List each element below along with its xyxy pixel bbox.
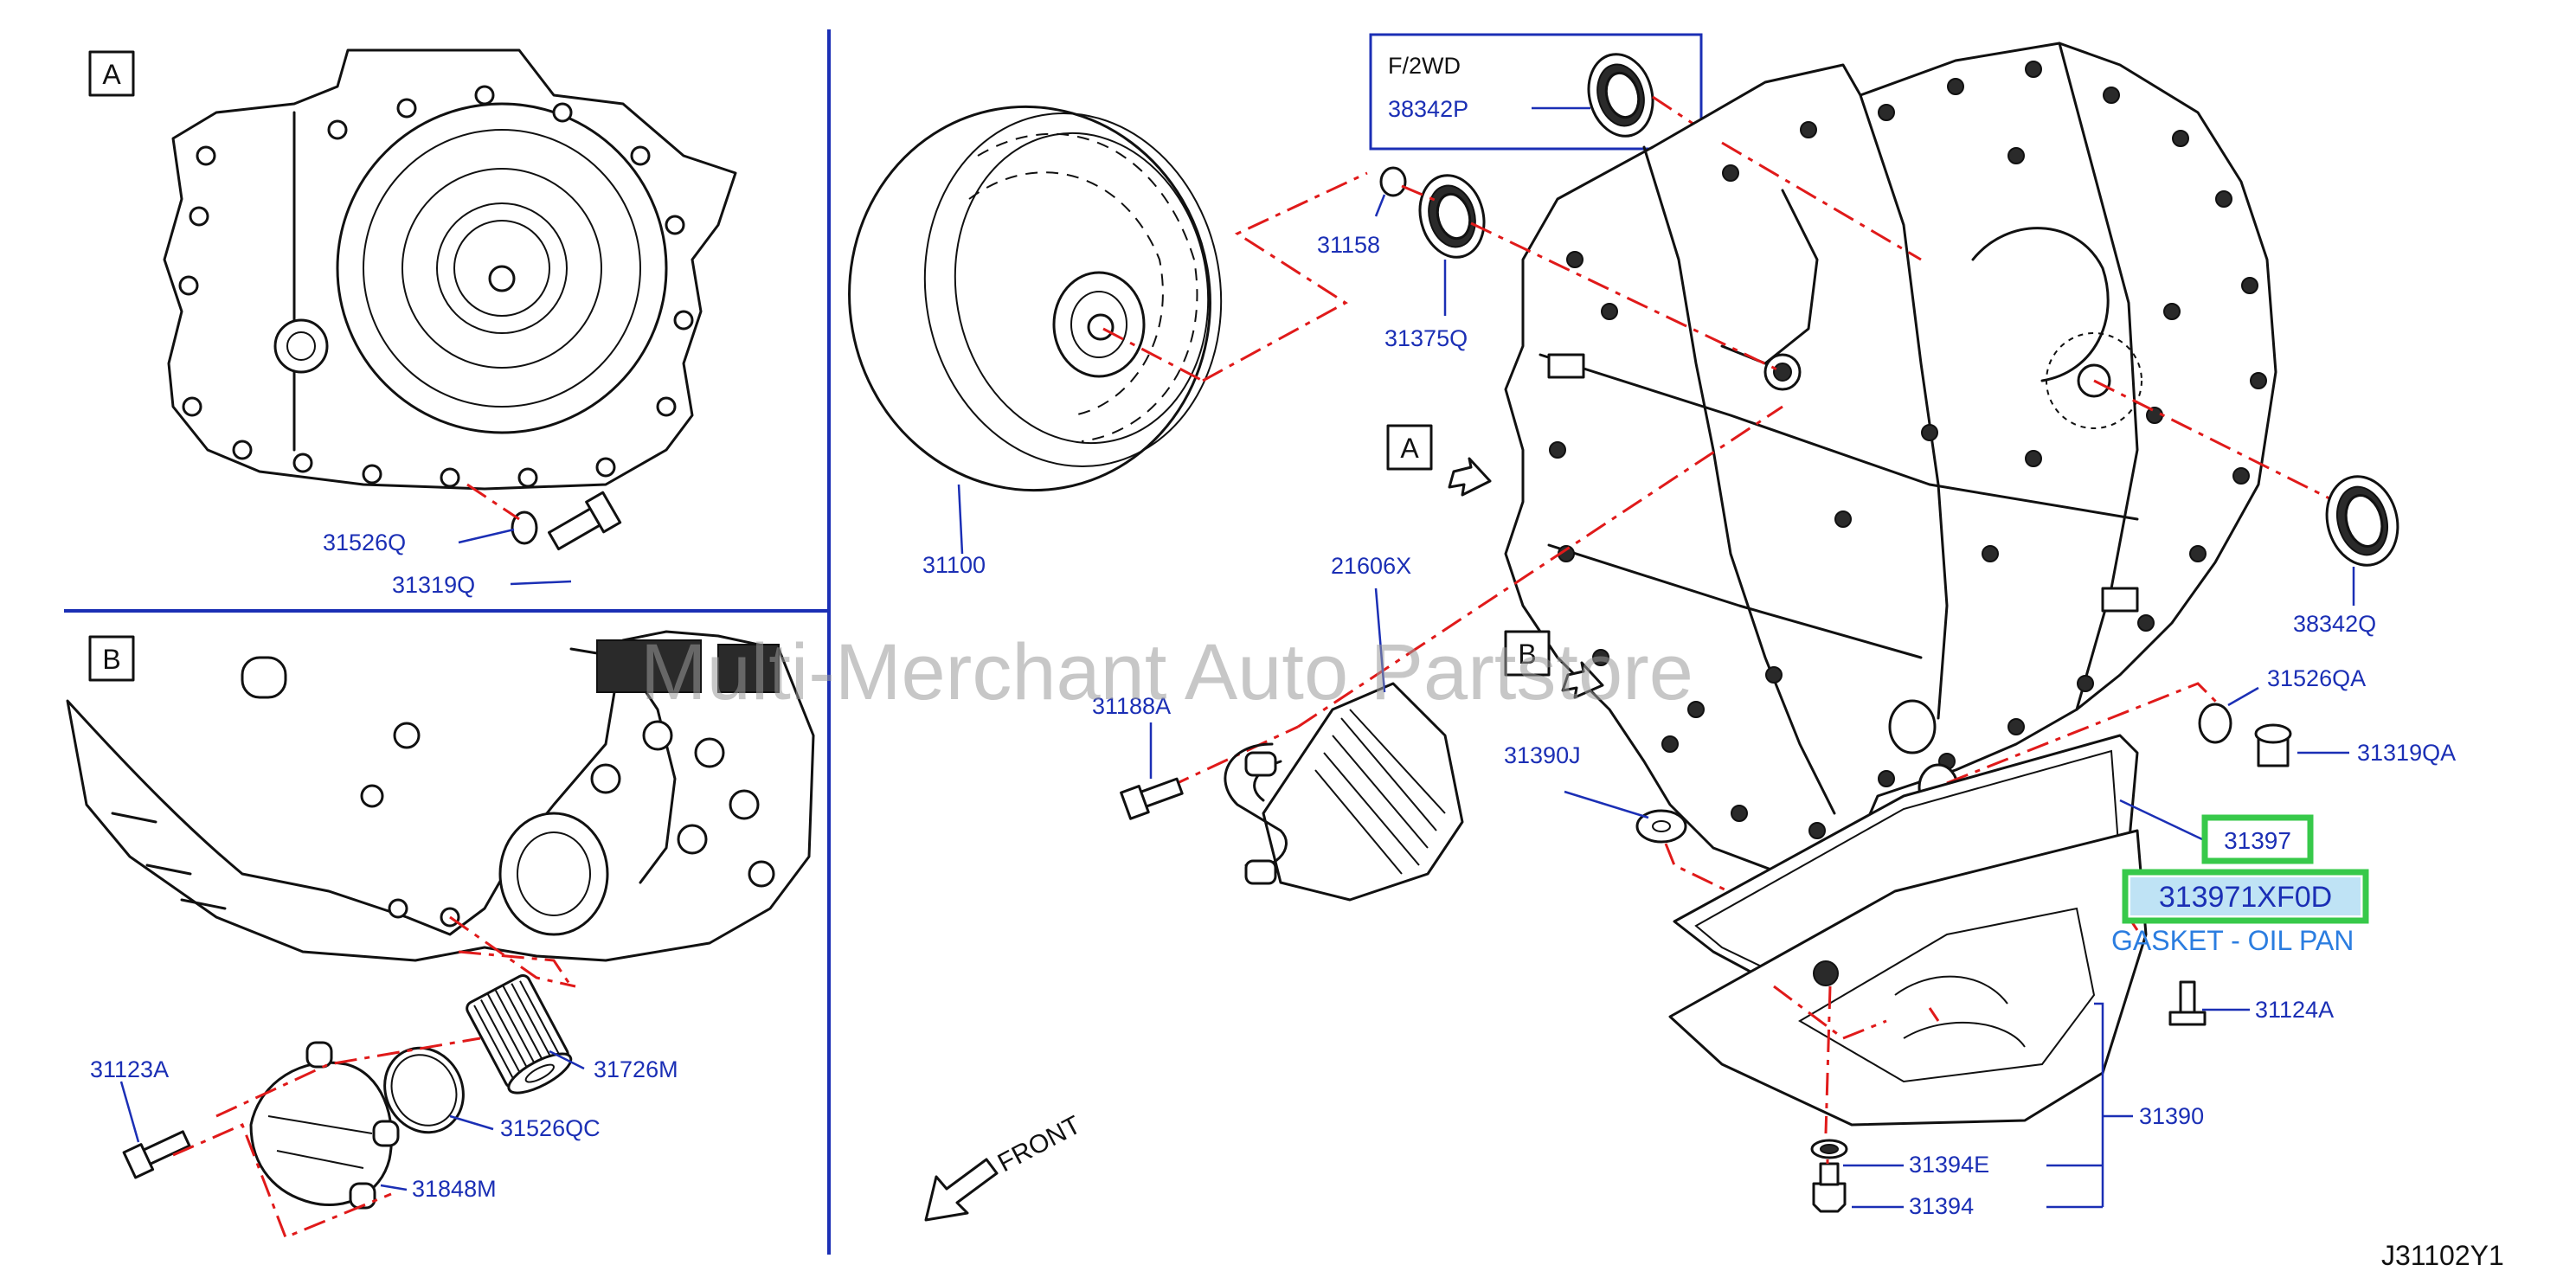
front-label: FRONT xyxy=(993,1111,1086,1178)
part-description: GASKET - OIL PAN xyxy=(2111,925,2354,956)
label-31100: 31100 xyxy=(922,552,986,578)
oil-cooler xyxy=(1120,587,1464,902)
torque-converter xyxy=(848,105,1368,555)
view-b-box xyxy=(88,635,135,682)
view-markers: A B xyxy=(1386,424,1604,699)
f2wd-inset: F/2WD 38342P xyxy=(1369,33,1723,151)
marker-b-label: B xyxy=(1518,639,1536,670)
bolt-31124a xyxy=(2168,980,2250,1026)
label-31526q: 31526Q xyxy=(323,530,406,555)
label-31397: 31397 xyxy=(2224,827,2291,854)
marker-a-box xyxy=(1386,424,1433,471)
highlight-31397[interactable]: 31397 xyxy=(2201,814,2314,864)
label-31319qa: 31319QA xyxy=(2357,740,2456,766)
view-a-housing: A xyxy=(88,48,737,586)
label-31124a: 31124A xyxy=(2255,997,2334,1023)
view-b-label: B xyxy=(102,644,120,675)
marker-b-box xyxy=(1504,630,1551,677)
label-31158: 31158 xyxy=(1317,232,1380,258)
label-31375q: 31375Q xyxy=(1384,325,1468,351)
panel-dividers xyxy=(64,29,831,1255)
view-a-label: A xyxy=(102,59,121,90)
inset-variant: F/2WD xyxy=(1388,53,1461,79)
diagram-code: J31102Y1 xyxy=(2381,1240,2504,1271)
label-31319q: 31319Q xyxy=(392,572,475,598)
watermark: Multi-Merchant Auto Partstore xyxy=(640,628,1693,716)
label-31188a: 31188A xyxy=(1092,693,1171,719)
highlight-31397-frame xyxy=(2201,814,2314,864)
label-31726m: 31726M xyxy=(594,1056,678,1082)
seal-group xyxy=(1374,166,1486,316)
seal-38342q xyxy=(2325,475,2399,606)
front-marker: FRONT xyxy=(924,1111,1086,1222)
front-arrow-icon xyxy=(924,1158,999,1222)
label-31390: 31390 xyxy=(2139,1103,2204,1129)
label-31526qa: 31526QA xyxy=(2267,665,2366,691)
label-313971xf0d: 313971XF0D xyxy=(2159,881,2332,914)
label-31526qc: 31526QC xyxy=(500,1115,601,1141)
inset-frame xyxy=(1369,33,1703,151)
label-38342p: 38342P xyxy=(1388,96,1468,122)
highlight-313971xf0d[interactable]: 313971XF0D xyxy=(2122,869,2369,924)
label-31390j: 31390J xyxy=(1504,742,1581,768)
label-38342q: 38342Q xyxy=(2293,611,2376,637)
label-31394: 31394 xyxy=(1909,1193,1974,1219)
plug-31319qa xyxy=(1946,682,2349,785)
view-b-housing: B xyxy=(66,630,815,1239)
label-21606x: 21606X xyxy=(1331,553,1411,579)
view-a-box xyxy=(88,50,135,97)
transmission-case xyxy=(1167,42,2337,876)
marker-a-label: A xyxy=(1400,433,1419,464)
oil-pan-assembly xyxy=(1668,734,2250,1213)
label-31848m: 31848M xyxy=(412,1176,497,1202)
label-31123a: 31123A xyxy=(90,1056,169,1082)
label-31394e: 31394E xyxy=(1909,1152,1989,1178)
